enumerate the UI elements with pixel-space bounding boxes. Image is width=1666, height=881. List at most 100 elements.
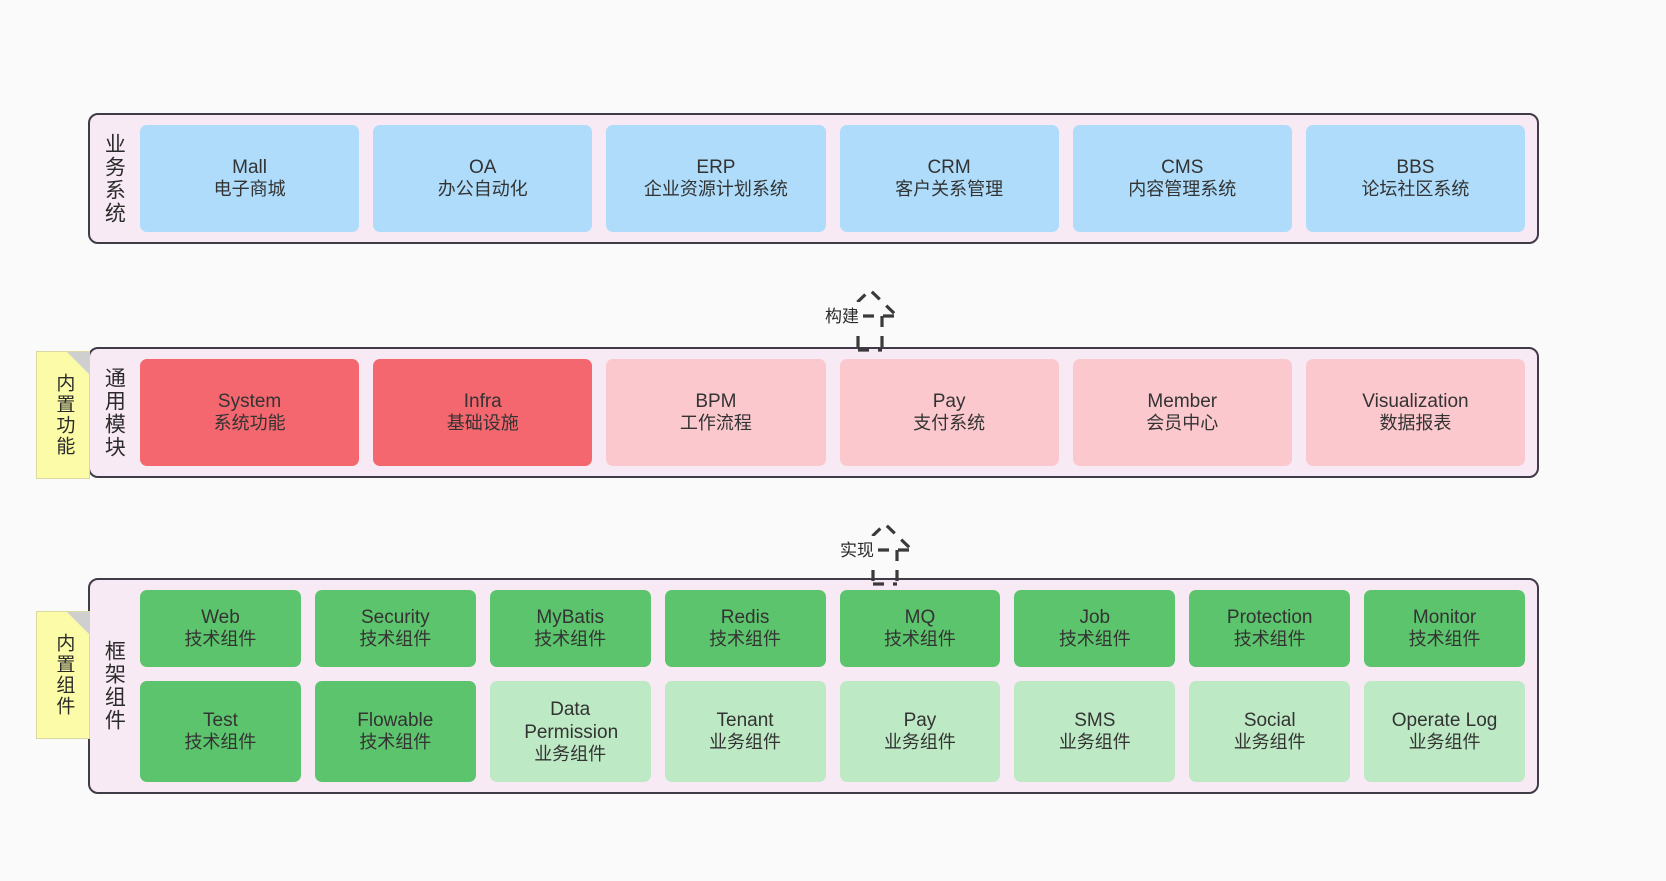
cell-subtitle: 电子商城 bbox=[213, 179, 286, 200]
layer-title-business-systems: 业务系统 bbox=[102, 132, 126, 225]
cell-subtitle: 技术组件 bbox=[1408, 629, 1481, 650]
cell-row: Test 技术组件 Flowable 技术组件 Data Permission … bbox=[140, 681, 1525, 783]
cell-subtitle: 基础设施 bbox=[446, 413, 519, 434]
cell-subtitle: 技术组件 bbox=[1233, 629, 1306, 650]
cell-row: Web 技术组件 Security 技术组件 MyBatis 技术组件 Redi… bbox=[140, 590, 1525, 668]
cell-subtitle: 论坛社区系统 bbox=[1361, 179, 1470, 200]
cell-title: Test bbox=[203, 710, 238, 732]
cell-pay-component[interactable]: Pay 业务组件 bbox=[839, 681, 1001, 783]
cell-subtitle: 技术组件 bbox=[883, 629, 956, 650]
cell-title: SMS bbox=[1074, 710, 1116, 732]
cell-bbs[interactable]: BBS 论坛社区系统 bbox=[1305, 125, 1526, 232]
cell-title: Job bbox=[1079, 607, 1111, 629]
cell-title: MQ bbox=[904, 607, 936, 629]
connector-implement: 实现 bbox=[810, 496, 960, 586]
cell-member[interactable]: Member 会员中心 bbox=[1072, 359, 1292, 466]
fold-corner-icon bbox=[67, 352, 89, 374]
cell-title: Member bbox=[1147, 390, 1218, 412]
cell-title: ERP bbox=[696, 156, 736, 178]
cell-grid: Web 技术组件 Security 技术组件 MyBatis 技术组件 Redi… bbox=[140, 590, 1525, 783]
cell-title: Social bbox=[1243, 710, 1296, 732]
layer-common-modules: 通用模块 System 系统功能 Infra 基础设施 BPM 工作流程 Pay… bbox=[88, 347, 1539, 478]
sticky-note-label: 内置功能 bbox=[53, 373, 75, 457]
cell-tenant[interactable]: Tenant 业务组件 bbox=[664, 681, 826, 783]
cell-visualization[interactable]: Visualization 数据报表 bbox=[1305, 359, 1526, 466]
cell-subtitle: 技术组件 bbox=[359, 629, 432, 650]
cell-title: Data Permission bbox=[524, 698, 619, 743]
cell-sms[interactable]: SMS 业务组件 bbox=[1014, 681, 1176, 783]
cell-infra[interactable]: Infra 基础设施 bbox=[373, 359, 593, 466]
cell-row: Mall 电子商城 OA 办公自动化 ERP 企业资源计划系统 CRM 客户关系… bbox=[140, 125, 1526, 232]
cell-subtitle: 业务组件 bbox=[709, 732, 782, 753]
cell-protection[interactable]: Protection 技术组件 bbox=[1189, 590, 1351, 668]
cell-title: BPM bbox=[695, 390, 737, 412]
cell-subtitle: 业务组件 bbox=[1058, 732, 1131, 753]
cell-subtitle: 企业资源计划系统 bbox=[643, 179, 788, 200]
cell-title: Flowable bbox=[357, 710, 434, 732]
sticky-note-builtin-features: 内置功能 bbox=[36, 351, 90, 479]
connector-implement-label: 实现 bbox=[838, 536, 876, 561]
cell-oa[interactable]: OA 办公自动化 bbox=[373, 125, 593, 232]
layer-title-framework-components: 框架组件 bbox=[102, 640, 126, 732]
cell-title: Pay bbox=[903, 710, 937, 732]
cell-cms[interactable]: CMS 内容管理系统 bbox=[1072, 125, 1292, 232]
cell-web[interactable]: Web 技术组件 bbox=[140, 590, 301, 668]
cell-subtitle: 技术组件 bbox=[709, 629, 782, 650]
cell-pay[interactable]: Pay 支付系统 bbox=[839, 359, 1059, 466]
cell-subtitle: 系统功能 bbox=[213, 413, 286, 434]
cell-title: Monitor bbox=[1412, 607, 1477, 629]
cell-title: Mall bbox=[232, 156, 267, 178]
connector-build-label: 构建 bbox=[823, 302, 861, 327]
cell-crm[interactable]: CRM 客户关系管理 bbox=[839, 125, 1059, 232]
cell-title: BBS bbox=[1396, 156, 1435, 178]
cell-title: MyBatis bbox=[536, 607, 604, 629]
cell-operate-log[interactable]: Operate Log 业务组件 bbox=[1364, 681, 1525, 783]
cell-subtitle: 数据报表 bbox=[1379, 413, 1452, 434]
connector-build: 构建 bbox=[795, 262, 945, 352]
cell-system[interactable]: System 系统功能 bbox=[140, 359, 360, 466]
cell-subtitle: 技术组件 bbox=[184, 629, 257, 650]
cell-subtitle: 业务组件 bbox=[1408, 732, 1481, 753]
cell-subtitle: 客户关系管理 bbox=[895, 179, 1004, 200]
sticky-note-builtin-components: 内置组件 bbox=[36, 611, 90, 739]
implement-arrow-icon bbox=[856, 521, 914, 586]
cell-erp[interactable]: ERP 企业资源计划系统 bbox=[606, 125, 826, 232]
layer-business-systems: 业务系统 Mall 电子商城 OA 办公自动化 ERP 企业资源计划系统 CRM… bbox=[88, 113, 1539, 244]
cell-title: Security bbox=[360, 607, 430, 629]
cell-subtitle: 技术组件 bbox=[1058, 629, 1131, 650]
cell-mall[interactable]: Mall 电子商城 bbox=[140, 125, 360, 232]
cell-mq[interactable]: MQ 技术组件 bbox=[839, 590, 1001, 668]
cell-bpm[interactable]: BPM 工作流程 bbox=[606, 359, 826, 466]
cell-subtitle: 业务组件 bbox=[883, 732, 956, 753]
cell-subtitle: 会员中心 bbox=[1146, 413, 1219, 434]
build-arrow-icon bbox=[841, 287, 899, 352]
cell-row: System 系统功能 Infra 基础设施 BPM 工作流程 Pay 支付系统… bbox=[140, 359, 1526, 466]
cell-title: OA bbox=[469, 156, 497, 178]
fold-corner-icon bbox=[67, 612, 89, 634]
cell-data-permission[interactable]: Data Permission 业务组件 bbox=[489, 681, 651, 783]
cell-title: CRM bbox=[927, 156, 971, 178]
cell-title: System bbox=[217, 390, 282, 412]
cell-monitor[interactable]: Monitor 技术组件 bbox=[1364, 590, 1525, 668]
cell-social[interactable]: Social 业务组件 bbox=[1189, 681, 1351, 783]
cell-title: CMS bbox=[1161, 156, 1204, 178]
layer-body-framework-components: Web 技术组件 Security 技术组件 MyBatis 技术组件 Redi… bbox=[136, 580, 1537, 792]
cell-subtitle: 技术组件 bbox=[359, 732, 432, 753]
cell-test[interactable]: Test 技术组件 bbox=[140, 681, 301, 783]
cell-mybatis[interactable]: MyBatis 技术组件 bbox=[489, 590, 651, 668]
cell-flowable[interactable]: Flowable 技术组件 bbox=[314, 681, 476, 783]
layer-framework-components: 框架组件 Web 技术组件 Security 技术组件 MyBatis 技术组件 bbox=[88, 578, 1539, 794]
cell-subtitle: 支付系统 bbox=[913, 413, 986, 434]
cell-subtitle: 办公自动化 bbox=[437, 179, 528, 200]
cell-subtitle: 技术组件 bbox=[184, 732, 257, 753]
cell-subtitle: 技术组件 bbox=[534, 629, 607, 650]
cell-security[interactable]: Security 技术组件 bbox=[314, 590, 476, 668]
layer-body-common-modules: System 系统功能 Infra 基础设施 BPM 工作流程 Pay 支付系统… bbox=[136, 349, 1537, 476]
cell-redis[interactable]: Redis 技术组件 bbox=[664, 590, 826, 668]
cell-title: Pay bbox=[932, 390, 966, 412]
cell-title: Redis bbox=[720, 607, 770, 629]
cell-title: Protection bbox=[1226, 607, 1313, 629]
cell-job[interactable]: Job 技术组件 bbox=[1014, 590, 1176, 668]
cell-title: Infra bbox=[463, 390, 502, 412]
